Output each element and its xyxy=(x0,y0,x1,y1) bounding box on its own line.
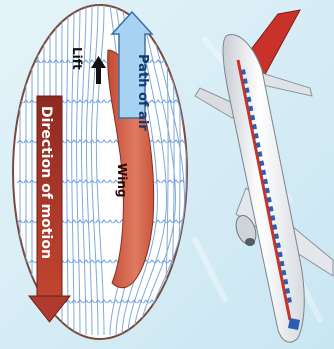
wing-label: Wing xyxy=(115,163,129,197)
direction-of-motion-label: Direction of motion xyxy=(38,106,54,259)
airplane-cockpit xyxy=(288,318,300,330)
airplane-engine-intake xyxy=(245,238,255,246)
path-of-air-label: Path of air xyxy=(135,54,150,131)
lift-label: Lift xyxy=(70,47,84,70)
